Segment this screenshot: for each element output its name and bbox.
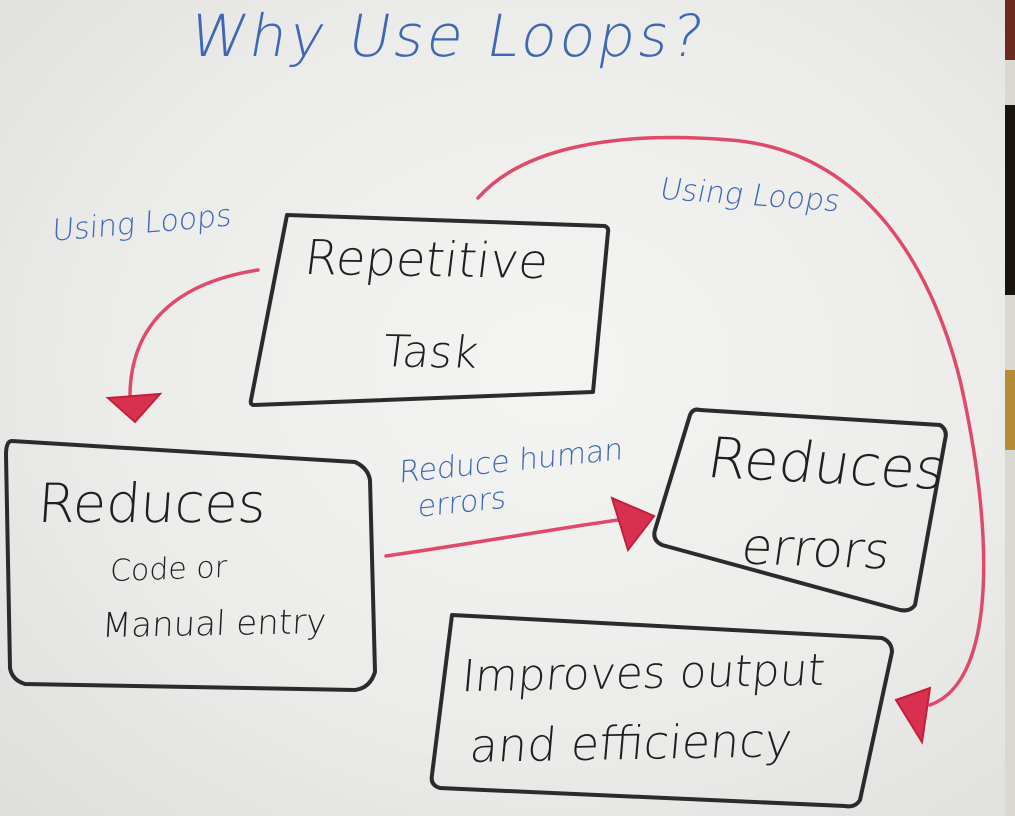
box-reduces-errors — [652, 407, 948, 613]
repetitive-task-line2: Task — [379, 326, 482, 379]
arrowhead-reduces-code — [105, 392, 163, 424]
arrow-to-improves-output — [476, 135, 986, 707]
board-edge — [1005, 0, 1015, 816]
page-title: Why Use Loops? — [184, 2, 712, 70]
reduces-code-line3: Manual entry — [100, 602, 328, 646]
box-reduces-code — [4, 439, 377, 692]
arrow-to-reduces-errors — [384, 518, 620, 558]
repetitive-task-line1: Repetitive — [301, 229, 552, 291]
arrowhead-reduces-errors — [610, 496, 656, 553]
reduces-errors-line1: Reduces — [703, 426, 950, 503]
reduces-errors-line2: errors — [737, 517, 894, 581]
improves-output-line1: Improves output — [459, 644, 828, 703]
box-repetitive-task — [248, 213, 611, 407]
arrowhead-improves-output — [894, 686, 932, 745]
improves-output-line2: and efficiency — [467, 713, 795, 773]
reduces-code-main: Reduces — [35, 472, 269, 535]
reduces-code-line2: Code or — [109, 549, 228, 590]
arrow-to-reduces-code — [128, 268, 260, 404]
box-improves-output — [429, 613, 894, 809]
